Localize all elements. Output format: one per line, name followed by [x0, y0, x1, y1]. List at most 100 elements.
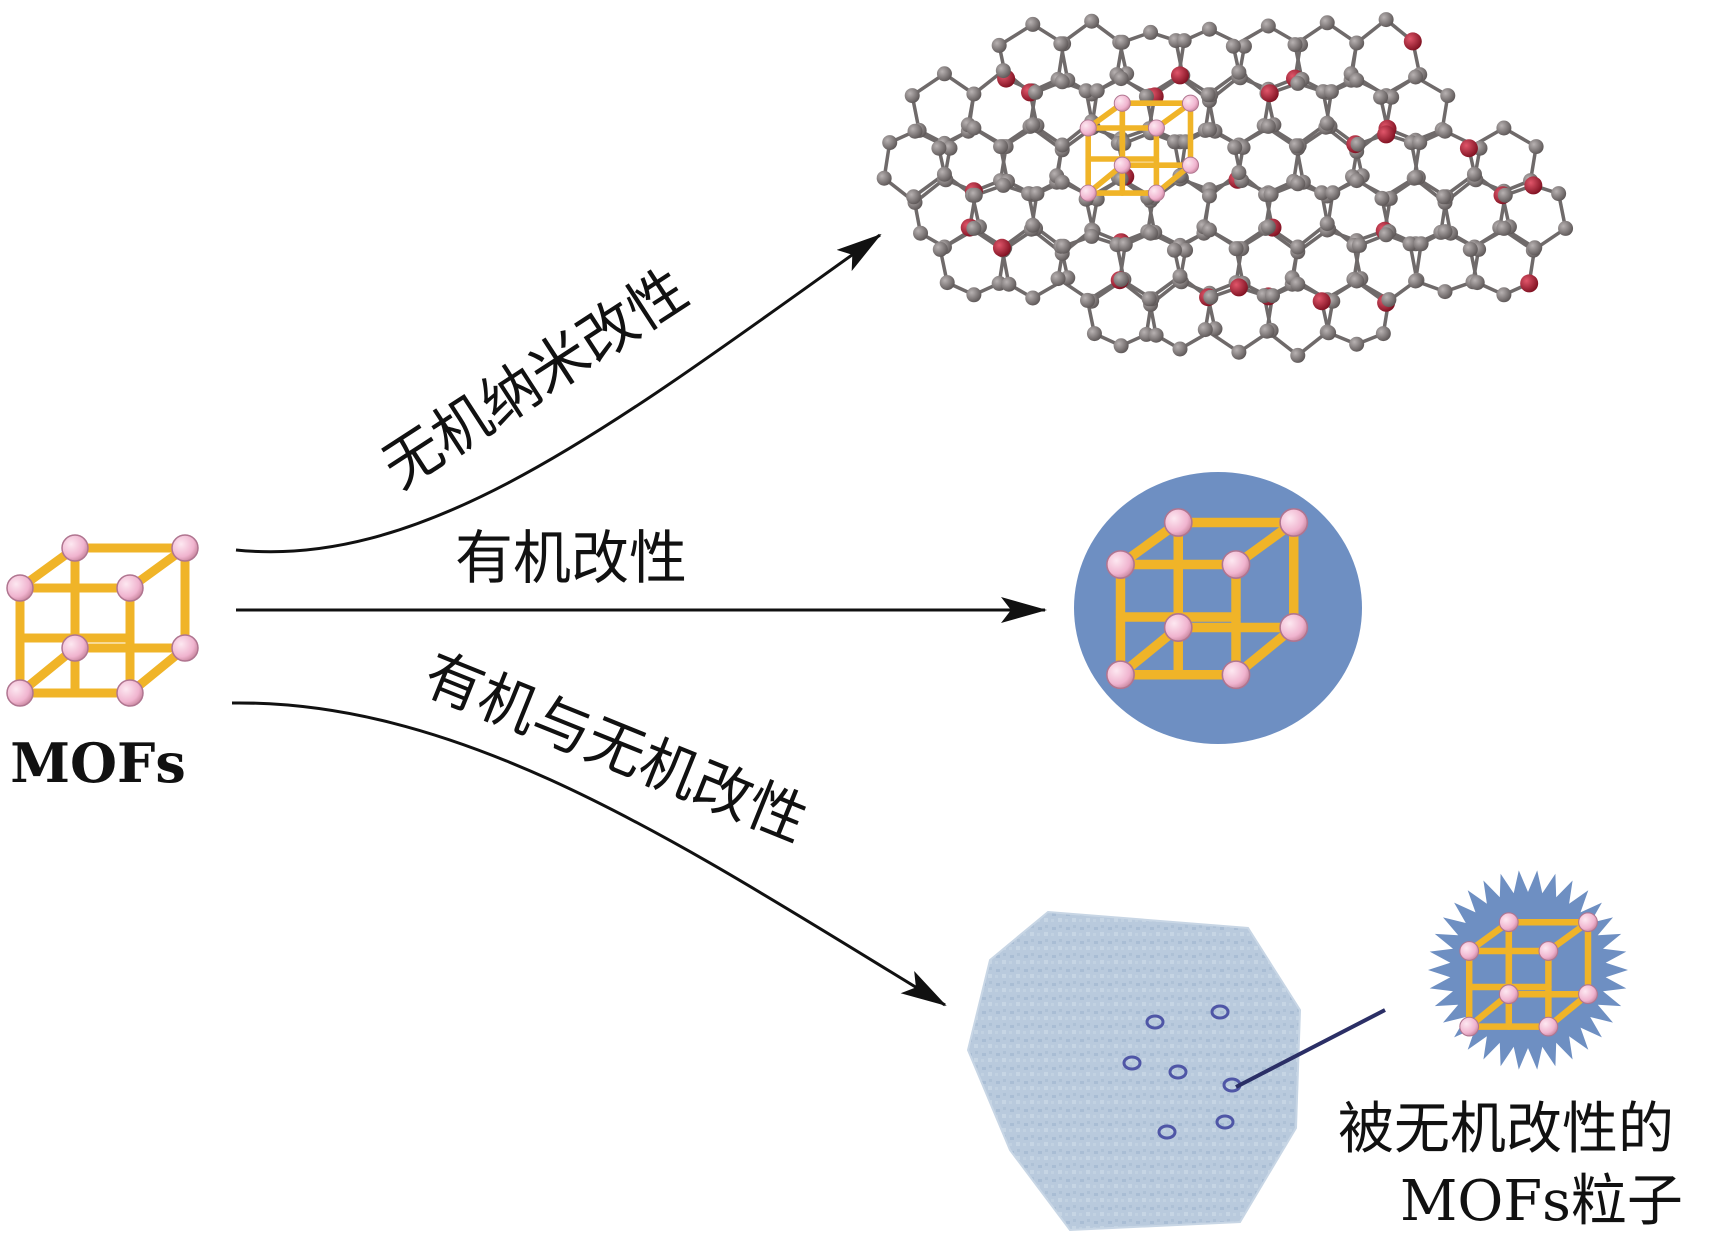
- carbon-atom: [1319, 216, 1335, 232]
- cube-node: [1498, 984, 1519, 1005]
- carbon-atom: [1172, 268, 1188, 284]
- carbon-atom: [1290, 347, 1306, 363]
- oxygen-atom: [1171, 66, 1190, 85]
- cube-node: [1079, 119, 1097, 137]
- cube-node: [1106, 660, 1135, 690]
- carbon-atom: [1141, 291, 1157, 307]
- cube-node: [1578, 984, 1598, 1005]
- carbon-atom: [931, 140, 947, 156]
- carbon-atom: [1001, 276, 1017, 292]
- carbon-atom: [1437, 123, 1453, 139]
- carbon-atom: [1138, 88, 1154, 104]
- cube-node: [1113, 156, 1131, 174]
- cube-node: [1538, 941, 1559, 961]
- cube-node: [116, 679, 144, 707]
- carbon-atom: [1440, 88, 1456, 104]
- carbon-atom: [1084, 13, 1100, 29]
- carbon-atom: [942, 140, 958, 156]
- cube-node: [1163, 508, 1193, 537]
- source-mof-cube: [6, 534, 199, 707]
- cube-node: [1163, 613, 1193, 642]
- oxygen-atom: [1524, 176, 1543, 195]
- carbon-atom: [1114, 34, 1130, 50]
- carbon-atom: [1231, 64, 1247, 80]
- carbon-atom: [1025, 290, 1041, 306]
- carbon-atom: [1056, 238, 1072, 254]
- carbon-atom: [1469, 275, 1485, 291]
- cube-node: [1147, 184, 1165, 202]
- cube-node: [171, 534, 199, 562]
- carbon-atom: [1290, 75, 1306, 91]
- carbon-atom: [1080, 292, 1096, 308]
- carbon-atom: [1200, 87, 1216, 103]
- carbon-atom: [1319, 115, 1335, 131]
- carbon-atom: [1351, 237, 1367, 253]
- carbon-atom: [1053, 36, 1069, 52]
- carbon-atom: [1263, 186, 1279, 202]
- carbon-atom: [1323, 84, 1339, 100]
- embedded-particle: [1215, 1114, 1235, 1130]
- carbon-atom: [1290, 239, 1306, 255]
- carbon-atom: [1402, 236, 1418, 252]
- carbon-atom: [1412, 135, 1428, 151]
- graphene-mof-cube: [1079, 94, 1200, 202]
- carbon-atom: [1143, 225, 1159, 241]
- oxygen-atom: [1377, 125, 1396, 144]
- cube-node: [6, 574, 34, 602]
- carbon-atom: [1236, 38, 1252, 54]
- carbon-atom: [1054, 74, 1070, 90]
- carbon-atom: [1228, 241, 1244, 257]
- cube-node: [6, 679, 34, 707]
- carbon-atom: [1466, 166, 1482, 182]
- carbon-atom: [1166, 134, 1182, 150]
- carbon-atom: [1408, 69, 1424, 85]
- carbon-atom: [1201, 21, 1217, 37]
- carbon-atom: [1178, 242, 1194, 258]
- carbon-atom: [1349, 35, 1365, 51]
- carbon-atom: [1260, 18, 1276, 34]
- carbon-atom: [1078, 83, 1094, 99]
- cube-node: [171, 634, 199, 662]
- carbon-atom: [904, 88, 920, 104]
- callout-leader-line: [1235, 1008, 1386, 1089]
- cube-node: [61, 534, 89, 562]
- cube-node: [1279, 508, 1309, 537]
- carbon-atom: [1172, 341, 1188, 357]
- carbon-atom: [1496, 287, 1512, 303]
- callout-label-line1: 被无机改性的: [1338, 1097, 1674, 1162]
- carbon-atom: [1290, 176, 1306, 192]
- carbon-atom: [1260, 219, 1276, 235]
- oxygen-atom: [1260, 84, 1279, 103]
- carbon-atom: [1287, 37, 1303, 53]
- cube-node: [1106, 550, 1135, 579]
- embedded-particle: [1122, 1055, 1142, 1071]
- route-label-inorganic: 无机纳米改性: [371, 255, 700, 502]
- carbon-atom: [966, 86, 982, 102]
- route-arrow-hybrid: [231, 701, 947, 1007]
- cube-node: [1459, 941, 1480, 961]
- carbon-atom: [1349, 273, 1365, 289]
- carbon-atom: [1201, 222, 1217, 238]
- embedded-particle: [1157, 1124, 1177, 1140]
- carbon-atom: [1089, 83, 1105, 99]
- oxygen-atom: [1229, 278, 1248, 297]
- carbon-atom: [1314, 185, 1330, 201]
- carbon-atom: [906, 189, 922, 205]
- cube-node: [1221, 550, 1251, 579]
- carbon-atom: [913, 225, 929, 241]
- callout-mof-cube: [1459, 912, 1598, 1037]
- cube-node: [1538, 1016, 1559, 1037]
- carbon-atom: [1290, 276, 1306, 292]
- route-arrow-inorganic: [235, 233, 882, 554]
- cube-node: [1221, 660, 1251, 690]
- carbon-atom: [995, 63, 1011, 79]
- carbon-atom: [1148, 327, 1164, 343]
- carbon-atom: [1288, 138, 1304, 154]
- carbon-atom: [1028, 84, 1044, 100]
- carbon-atom: [995, 177, 1011, 193]
- carbon-atom: [1437, 284, 1453, 300]
- embedded-particle: [1168, 1064, 1188, 1080]
- route-label-organic: 有机改性: [455, 524, 687, 592]
- carbon-atom: [1325, 185, 1341, 201]
- carbon-atom: [1025, 217, 1041, 233]
